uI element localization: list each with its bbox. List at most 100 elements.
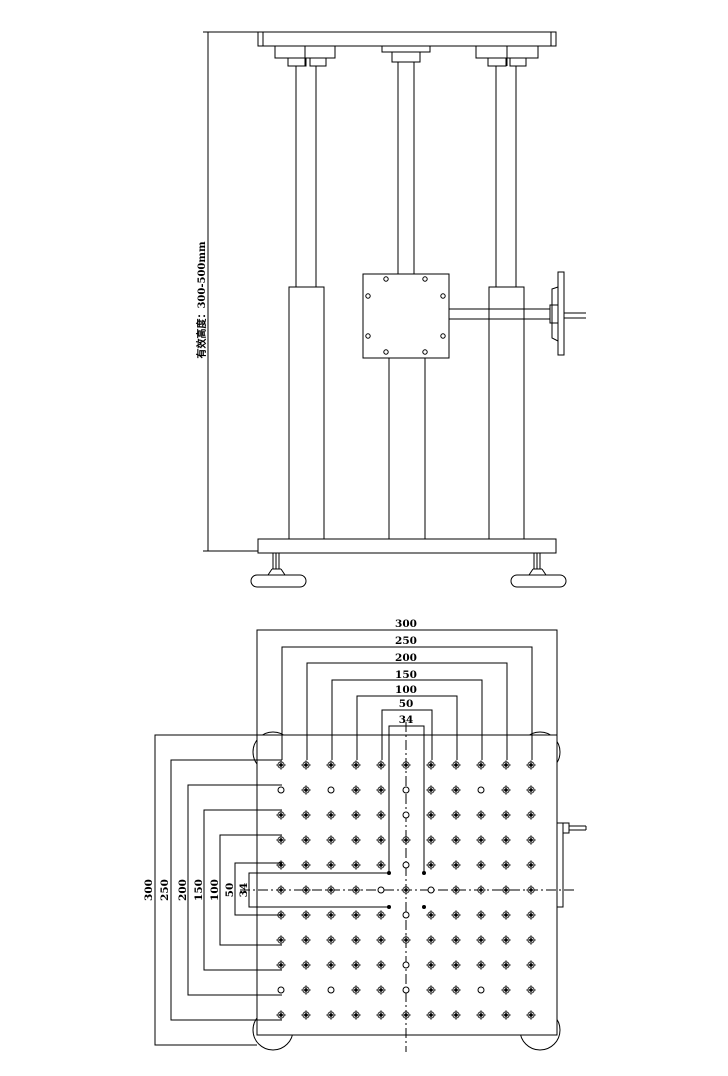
mounting-hole <box>301 910 311 920</box>
top-plate <box>257 31 557 47</box>
mounting-hole <box>427 886 435 894</box>
mounting-hole <box>276 1010 286 1020</box>
mounting-hole <box>277 786 285 794</box>
mounting-hole <box>351 1010 361 1020</box>
mounting-hole <box>501 760 511 770</box>
mounting-hole <box>301 985 311 995</box>
mounting-hole <box>351 910 361 920</box>
mounting-hole <box>276 810 286 820</box>
mounting-hole <box>526 985 536 995</box>
mounting-hole <box>476 835 486 845</box>
center-mount-dot <box>422 905 426 909</box>
mounting-hole <box>376 985 386 995</box>
mounting-hole <box>526 960 536 970</box>
mounting-hole <box>476 935 486 945</box>
mounting-hole <box>351 885 361 895</box>
mounting-hole <box>501 985 511 995</box>
mounting-hole <box>326 835 336 845</box>
mounting-hole <box>376 785 386 795</box>
mounting-hole <box>476 885 486 895</box>
left-lower-sleeve <box>288 286 325 540</box>
mounting-hole <box>376 1010 386 1020</box>
mounting-hole <box>351 810 361 820</box>
mounting-hole <box>526 810 536 820</box>
mounting-hole <box>526 760 536 770</box>
mounting-hole <box>451 785 461 795</box>
mounting-hole <box>451 885 461 895</box>
mounting-hole <box>351 860 361 870</box>
right-lower-sleeve <box>488 286 525 540</box>
dim-v-200: 200 <box>177 879 189 901</box>
mounting-hole <box>376 760 386 770</box>
mounting-hole <box>301 960 311 970</box>
mounting-hole <box>501 1010 511 1020</box>
mounting-hole <box>451 760 461 770</box>
mounting-hole <box>426 860 436 870</box>
dimension-bracket <box>154 734 257 1046</box>
dimension-bracket <box>281 646 533 760</box>
mounting-hole <box>376 860 386 870</box>
mounting-hole <box>326 810 336 820</box>
mounting-hole <box>326 935 336 945</box>
mounting-hole <box>401 760 411 770</box>
dimension-bracket <box>388 725 425 873</box>
vertical-dimensions <box>154 734 389 1046</box>
mounting-hole <box>451 835 461 845</box>
dim-h-100: 100 <box>395 684 417 696</box>
dimension-bracket <box>203 809 282 971</box>
mounting-hole <box>526 785 536 795</box>
mounting-hole <box>501 960 511 970</box>
mounting-hole <box>376 835 386 845</box>
mounting-hole <box>401 1010 411 1020</box>
mounting-hole <box>451 960 461 970</box>
dim-v-50: 50 <box>224 883 236 898</box>
mounting-hole <box>276 860 286 870</box>
mounting-hole <box>402 961 410 969</box>
mounting-hole <box>301 1010 311 1020</box>
dim-h-34: 34 <box>399 714 414 726</box>
dim-h-300: 300 <box>395 618 417 630</box>
center-bearing-block <box>381 45 431 53</box>
mounting-hole <box>476 810 486 820</box>
mounting-hole <box>526 910 536 920</box>
mounting-hole <box>476 760 486 770</box>
mounting-hole <box>451 935 461 945</box>
mounting-hole <box>276 835 286 845</box>
mounting-hole <box>526 1010 536 1020</box>
mounting-hole <box>526 885 536 895</box>
mounting-hole <box>501 885 511 895</box>
mounting-hole <box>351 835 361 845</box>
mounting-hole <box>351 760 361 770</box>
mounting-hole <box>526 935 536 945</box>
mounting-hole <box>351 935 361 945</box>
dim-v-250: 250 <box>159 879 171 901</box>
mounting-hole <box>277 986 285 994</box>
mounting-hole <box>301 835 311 845</box>
mounting-hole <box>402 786 410 794</box>
mounting-hole <box>451 860 461 870</box>
mounting-hole <box>426 1010 436 1020</box>
mounting-hole <box>351 785 361 795</box>
dimension-bracket <box>187 784 282 996</box>
dim-v-150: 150 <box>193 879 205 901</box>
mounting-hole <box>476 1010 486 1020</box>
mounting-hole <box>451 985 461 995</box>
mounting-hole <box>301 760 311 770</box>
side-view <box>203 31 586 588</box>
mounting-hole <box>426 910 436 920</box>
mounting-hole <box>301 785 311 795</box>
dimension-bracket <box>306 662 508 760</box>
hand-wheel <box>557 271 565 356</box>
mounting-hole <box>451 810 461 820</box>
horizontal-dimensions <box>256 629 558 873</box>
hand-wheel-top <box>556 822 564 908</box>
mounting-hole <box>426 985 436 995</box>
dim-h-150: 150 <box>395 669 417 681</box>
mounting-hole <box>351 960 361 970</box>
effective-height-label: 有效高度：300-500mm <box>195 241 208 358</box>
top-view <box>252 731 587 1051</box>
mounting-hole <box>426 760 436 770</box>
mounting-hole <box>476 860 486 870</box>
dimension-bracket <box>256 629 558 735</box>
